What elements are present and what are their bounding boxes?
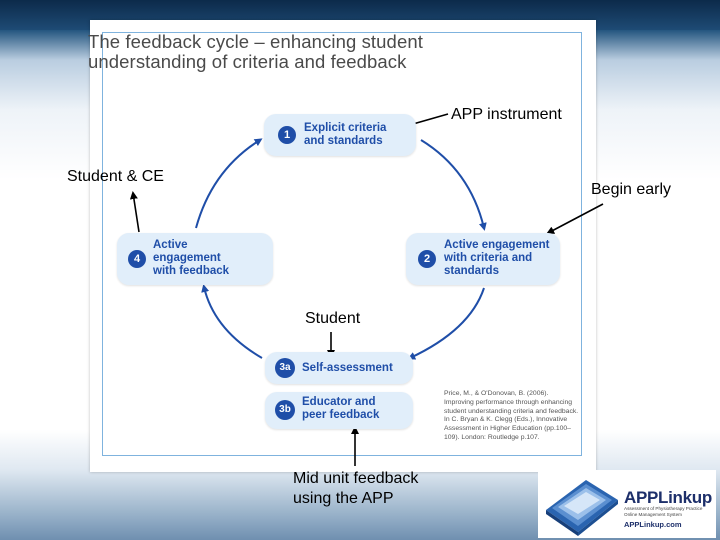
pointer-begin-early bbox=[546, 203, 604, 234]
applinkup-logo: APPLinkup Assessment of Physiotherapy Pr… bbox=[538, 470, 716, 538]
pointer-student-ce bbox=[129, 191, 140, 233]
step-3a-self-assessment: 3a Self-assessment bbox=[265, 352, 413, 384]
citation: Price, M., & O'Donovan, B. (2006). Impro… bbox=[444, 390, 579, 441]
annotation-begin-early: Begin early bbox=[591, 181, 672, 198]
step-1-explicit-criteria: 1 Explicit criteria and standards bbox=[264, 114, 416, 156]
logo-name: APPLinkup bbox=[624, 488, 712, 507]
cycle-arrow-1-to-2 bbox=[420, 139, 487, 231]
step-2-active-engagement-criteria: 2 Active engagement with criteria and st… bbox=[406, 233, 560, 285]
step-3b-educator-peer-feedback: 3b Educator and peer feedback bbox=[265, 392, 413, 429]
figure-title: The feedback cycle – enhancing student u… bbox=[88, 32, 468, 72]
step-3a-label: Self-assessment bbox=[302, 362, 393, 374]
step-3b-label: Educator and peer feedback bbox=[302, 396, 380, 421]
applinkup-logo-mark-icon bbox=[546, 480, 618, 536]
step-1-label: Explicit criteria and standards bbox=[304, 122, 387, 147]
cycle-arrow-2-to-3 bbox=[407, 287, 485, 360]
annotation-mid-unit-feedback: Mid unit feedback using the APP bbox=[293, 470, 419, 507]
annotation-student: Student bbox=[305, 310, 361, 327]
cycle-arrow-4-to-1 bbox=[195, 138, 263, 229]
figure-title-line-1: The feedback cycle – enhancing student bbox=[88, 31, 423, 52]
logo-url: APPLinkup.com bbox=[624, 520, 682, 529]
annotation-student-ce: Student & CE bbox=[67, 168, 164, 185]
step-3a-badge: 3a bbox=[275, 358, 295, 378]
logo-tagline: Assessment of Physiotherapy Practice Onl… bbox=[624, 506, 703, 517]
cycle-arrow-3-to-4 bbox=[201, 284, 263, 359]
step-1-badge: 1 bbox=[278, 126, 296, 144]
step-2-label: Active engagement with criteria and stan… bbox=[444, 239, 550, 277]
annotation-app-instrument: APP instrument bbox=[451, 106, 562, 123]
step-3b-badge: 3b bbox=[275, 400, 295, 420]
step-2-badge: 2 bbox=[418, 250, 436, 268]
figure-frame bbox=[102, 32, 582, 456]
figure-title-line-2: understanding of criteria and feedback bbox=[88, 51, 407, 72]
step-4-active-engagement-feedback: 4 Active engagement with feedback bbox=[117, 233, 273, 285]
step-4-badge: 4 bbox=[128, 250, 146, 268]
step-4-label: Active engagement with feedback bbox=[153, 239, 230, 277]
